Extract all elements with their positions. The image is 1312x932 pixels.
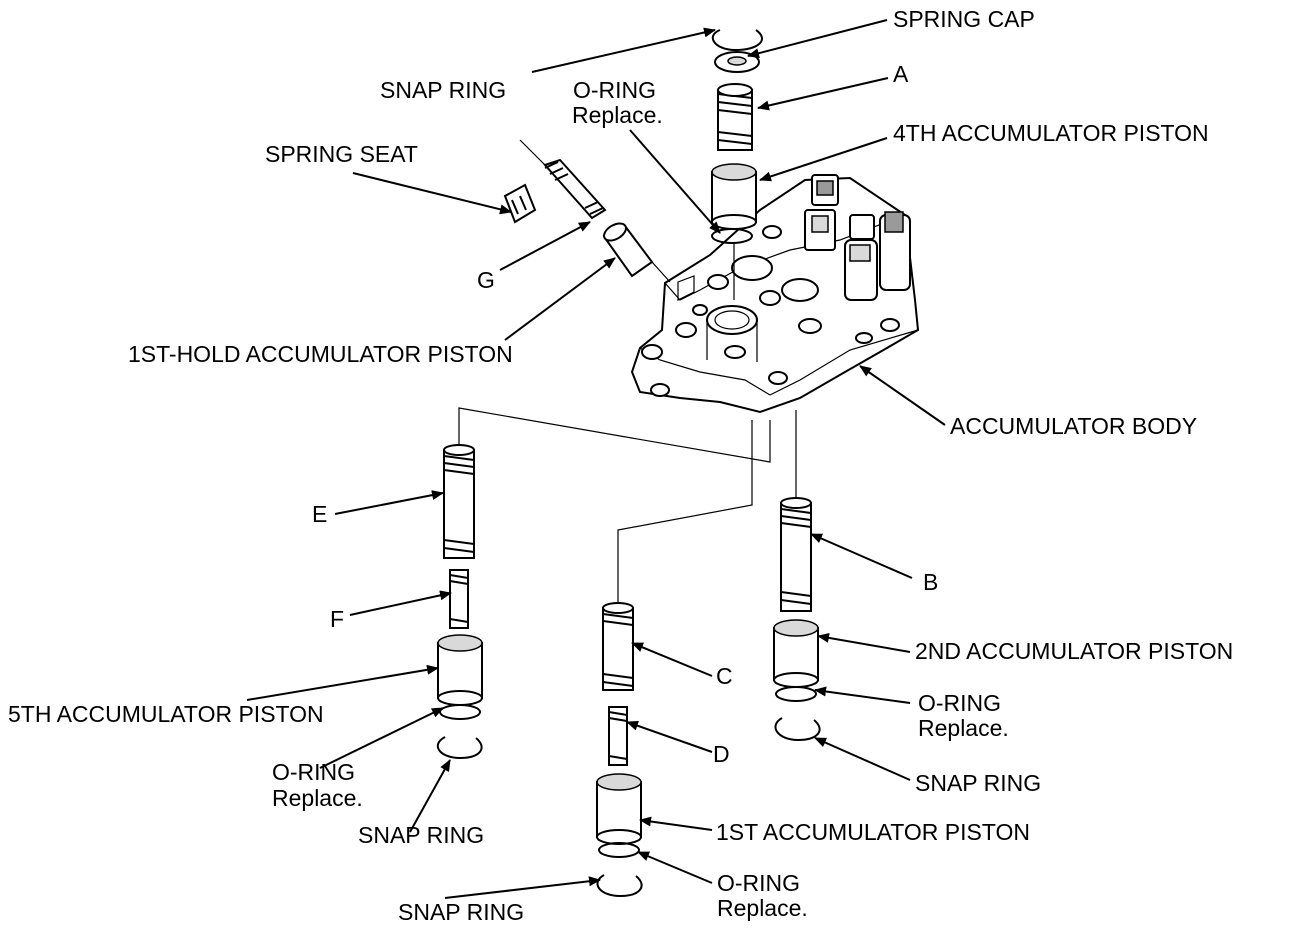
label-o-ring-1st: O-RING [717, 870, 800, 896]
labels: SPRING CAP SNAP RING A O-RING Replace. 4… [8, 6, 1233, 925]
first-hold-accumulator-piston [603, 222, 654, 278]
label-second-piston: 2ND ACCUMULATOR PISTON [915, 638, 1233, 664]
spring-b [780, 497, 812, 612]
accumulator-body [630, 174, 920, 414]
spring-c [602, 602, 634, 691]
label-fifth-piston: 5TH ACCUMULATOR PISTON [8, 701, 324, 727]
snap-ring-1st [596, 874, 643, 898]
leader-lines [246, 19, 946, 899]
snap-ring-2nd [774, 717, 821, 742]
o-ring-5th [439, 704, 481, 720]
o-ring-1st [598, 842, 640, 858]
label-snap-ring-2nd: SNAP RING [915, 770, 1041, 796]
label-replace-1st: Replace. [717, 895, 808, 921]
label-snap-ring-5th: SNAP RING [358, 822, 484, 848]
spring-a [717, 83, 753, 151]
snap-ring-top [711, 29, 763, 52]
label-c: C [716, 663, 733, 689]
spring-d [608, 706, 628, 766]
label-spring-seat: SPRING SEAT [265, 141, 418, 167]
label-o-ring-5th: O-RING [272, 759, 355, 785]
snap-ring-5th [436, 736, 483, 760]
fifth-accumulator-piston [437, 634, 483, 706]
label-b: B [923, 569, 938, 595]
label-d: D [713, 741, 730, 767]
fourth-accumulator-piston [711, 163, 757, 230]
label-replace-5th: Replace. [272, 785, 363, 811]
label-spring-cap: SPRING CAP [893, 6, 1035, 32]
spring-seat [503, 183, 537, 224]
label-replace-top: Replace. [572, 102, 663, 128]
first-accumulator-piston [596, 773, 642, 845]
label-e: E [312, 501, 327, 527]
label-o-ring-top: O-RING [573, 77, 656, 103]
label-first-hold-piston: 1ST-HOLD ACCUMULATOR PISTON [128, 341, 513, 367]
spring-f [449, 569, 469, 629]
label-snap-ring-1st: SNAP RING [398, 899, 524, 925]
label-a: A [893, 61, 909, 87]
second-accumulator-piston [773, 619, 819, 688]
label-accumulator-body: ACCUMULATOR BODY [950, 413, 1197, 439]
label-o-ring-2nd: O-RING [918, 690, 1001, 716]
hold-axis-line [519, 139, 671, 283]
label-f: F [330, 606, 344, 632]
axis-lines [458, 244, 797, 603]
label-snap-ring-top: SNAP RING [380, 77, 506, 103]
label-g: G [477, 267, 495, 293]
o-ring-top [711, 228, 753, 244]
label-first-piston: 1ST ACCUMULATOR PISTON [716, 819, 1030, 845]
spring-g [543, 158, 607, 220]
spring-e [443, 444, 475, 559]
o-ring-2nd [775, 686, 817, 702]
label-replace-2nd: Replace. [918, 715, 1009, 741]
label-fourth-piston: 4TH ACCUMULATOR PISTON [893, 120, 1209, 146]
